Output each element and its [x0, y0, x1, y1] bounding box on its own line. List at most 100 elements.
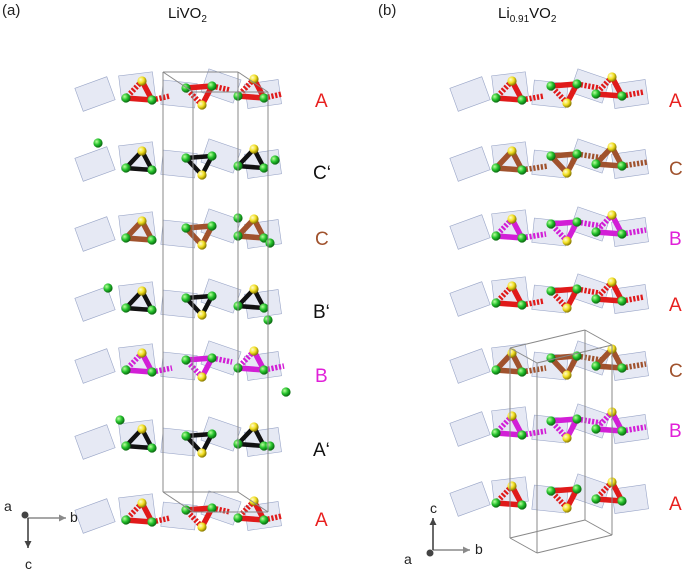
layer-label-a-7: A [315, 510, 328, 531]
panel-b-layer-6-motif-1-atom1 [546, 486, 556, 496]
panel-a-layer-6-motif-0-atom1 [121, 515, 131, 525]
panel-b-layer-4-motif-0-atom2 [517, 367, 527, 377]
panel-a-layer-4-motif-2-atom3 [249, 346, 259, 356]
panel-a-layer-0-motif-1-chain [211, 83, 231, 93]
panel-a-cell-bottom-edge-1 [237, 491, 269, 513]
axis-b-label-right: b [475, 541, 483, 557]
panel-b-cell-bottom-edge-2 [536, 534, 613, 554]
panel-b-layer-2-motif-0-atom3 [507, 214, 517, 224]
panel-a-cell-top-edge-3 [162, 71, 194, 93]
panel-b-layer-6-motif-0-atom2 [517, 500, 527, 510]
panel-b-layer-5-motif-1-atom2 [572, 414, 582, 424]
panel-a-layer-5-lone-1 [265, 441, 275, 451]
panel-b-cell-top-edge-1 [584, 329, 613, 346]
axis-b-arrow-right-head [463, 546, 470, 554]
panel-a-layer-6-motif-0-chain [151, 515, 171, 525]
panel-b-layer-3-motif-2-atom1 [591, 294, 601, 304]
panel-b-layer-0-motif-2-atom2 [617, 91, 627, 101]
layer-label-a-2: C‘ [313, 163, 331, 184]
panel-b-layer-3-motif-1-atom1 [546, 286, 556, 296]
panel-a-layer-3-octa-0 [74, 286, 116, 322]
panel-b-layer-6-octa-0 [449, 481, 491, 517]
panel-a-layer-2-motif-0-atom2 [147, 235, 157, 245]
panel-b-layer-2-motif-2-atom2 [617, 229, 627, 239]
panel-b-layer-5-motif-0-atom3 [507, 411, 517, 421]
panel-a-layer-5-lone-0 [115, 415, 125, 425]
panel-a-layer-0-motif-0-atom1 [121, 93, 131, 103]
panel-b-layer-4-motif-0-atom1 [491, 365, 501, 375]
panel-a-layer-1-lone-0 [93, 138, 103, 148]
panel-b-layer-6-motif-0-atom1 [491, 498, 501, 508]
panel-b-layer-2-motif-1-atom2 [572, 217, 582, 227]
panel-a-layer-3-motif-1-atom1 [181, 293, 191, 303]
panel-a-layer-4-motif-0-atom2 [147, 367, 157, 377]
panel-b-layer-0-octa-0 [449, 76, 491, 112]
panel-a-layer-6-motif-1-chain [211, 505, 231, 515]
panel-b-layer-0-motif-1-atom3 [562, 98, 572, 108]
panel-b-cell-bottom-edge-1 [584, 519, 613, 536]
panel-a-layer-6-motif-2-atom2 [259, 515, 269, 525]
panel-b-layer-2-octa-0 [449, 214, 491, 250]
panel-a-layer-3-motif-1-atom3 [197, 310, 207, 320]
panel-b-layer-5-motif-1-atom3 [562, 433, 572, 443]
axis-a-dot-left [21, 511, 29, 519]
panel-b-layer-1-motif-2-atom2 [617, 161, 627, 171]
panel-b-layer-2-motif-0-atom2 [517, 233, 527, 243]
panel-a-layer-0-octa-2 [160, 79, 198, 109]
panel-a-layer-4-octa-0 [74, 348, 116, 384]
panel-b-layer-4-octa-0 [449, 348, 491, 384]
panel-a-layer-3-motif-0-atom1 [121, 303, 131, 313]
panel-a-layer-6-motif-1-atom3 [197, 522, 207, 532]
panel-b-cell-top-edge-0 [509, 329, 586, 349]
panel-b-layer-6-motif-1-atom3 [562, 503, 572, 513]
panel-a-layer-2-motif-0-atom1 [121, 233, 131, 243]
panel-a-layer-6-motif-2-atom1 [233, 513, 243, 523]
panel-a-layer-1-octa-0 [74, 146, 116, 182]
panel-a-layer-4-motif-1-atom3 [197, 372, 207, 382]
panel-a-layer-0-motif-2-chain [263, 91, 283, 101]
panel-a-layer-4-motif-1-atom1 [181, 355, 191, 365]
panel-b-layer-6-motif-0-atom3 [507, 481, 517, 491]
panel-a-layer-4-motif-2-chain [263, 363, 285, 373]
panel-a-layer-0-motif-2-atom2 [259, 93, 269, 103]
axis-a-label-left: a [4, 498, 12, 514]
panel-a-layer-2-octa-0 [74, 216, 116, 252]
panel-a-layer-5-motif-0-atom2 [147, 443, 157, 453]
panel-b-layer-5-motif-0-atom1 [491, 428, 501, 438]
panel-a-layer-4-motif-1-chain [211, 355, 233, 365]
panel-b-layer-3-motif-2-atom2 [617, 296, 627, 306]
panel-b-layer-0-motif-2-atom3 [607, 72, 617, 82]
panel-b-layer-2-motif-2-atom1 [591, 227, 601, 237]
panel-a-layer-1-motif-1-atom1 [181, 153, 191, 163]
axis-c-arrow-left-head [24, 541, 32, 548]
panel-b-layer-3-motif-1-atom2 [572, 284, 582, 294]
panel-b-layer-5-motif-0-atom2 [517, 430, 527, 440]
panel-a-layer-5-motif-0-atom1 [121, 441, 131, 451]
panel-b-cell-bottom-edge-3 [509, 537, 538, 554]
layer-label-a-4: B‘ [313, 302, 330, 323]
panel-a-layer-4-lone-0 [281, 387, 291, 397]
panel-a-layer-2-motif-1-atom2 [207, 221, 217, 231]
panel-a-layer-6-motif-1-atom2 [207, 503, 217, 513]
panel-b-layer-4-motif-2-atom2 [617, 363, 627, 373]
panel-a-layer-1-motif-2-atom2 [259, 163, 269, 173]
panel-a-layer-0-motif-0-atom3 [137, 76, 147, 86]
layer-label-a-3: C [315, 229, 329, 250]
layer-label-b-6: B [669, 421, 682, 442]
panel-a-layer-2-motif-1-atom3 [197, 240, 207, 250]
panel-b-cell-top-edge-3 [509, 347, 538, 364]
panel-a-layer-6-motif-1-atom1 [181, 505, 191, 515]
panel-a-layer-6-motif-0-atom3 [137, 498, 147, 508]
panel-b-layer-4-motif-0-atom3 [507, 348, 517, 358]
panel-a-layer-4-motif-2-atom2 [259, 365, 269, 375]
panel-a-layer-4-motif-1-atom2 [207, 353, 217, 363]
panel-a-layer-3-lone-0 [103, 283, 113, 293]
panel-a-layer-2-motif-1-atom1 [181, 223, 191, 233]
panel-b-layer-5-octa-0 [449, 411, 491, 447]
panel-a-label: (a) [2, 2, 21, 19]
panel-a-layer-2-motif-2-atom3 [249, 214, 259, 224]
axis-c-label-right: c [430, 500, 437, 516]
panel-a-layer-1-motif-0-atom2 [147, 165, 157, 175]
panel-a-layer-0-octa-0 [74, 76, 116, 112]
panel-b-layer-1-motif-0-atom1 [491, 163, 501, 173]
